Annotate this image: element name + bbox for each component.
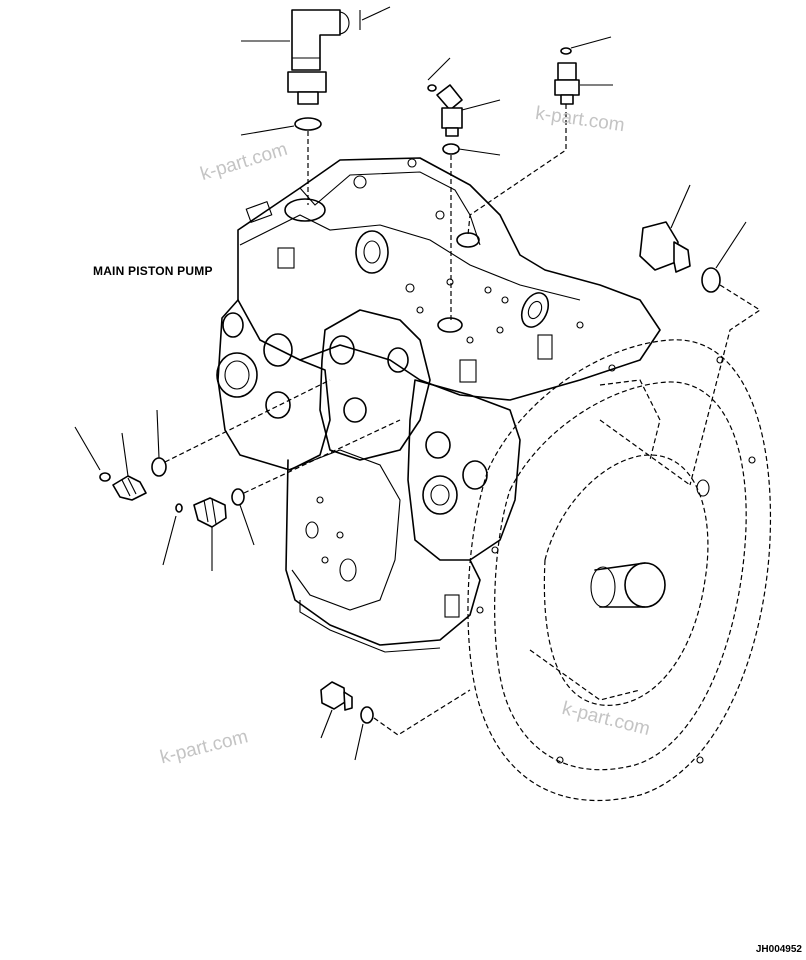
o-ring-plug-left-2-small <box>175 503 183 513</box>
leader-lines <box>74 6 762 761</box>
plug-left-2 <box>193 497 227 528</box>
o-ring-straight-fitting <box>560 47 572 55</box>
straight-fitting <box>554 62 580 105</box>
o-ring-plug-bottom <box>360 706 374 724</box>
o-ring-plug-left-2 <box>231 488 245 506</box>
o-ring-plug-right <box>701 267 721 293</box>
plug-right <box>639 221 691 273</box>
drawing-code: JH004952 <box>755 944 802 955</box>
o-ring-top-elbow <box>294 117 322 131</box>
o-ring-angled-fitting-top <box>427 84 437 92</box>
plug-left-1 <box>112 475 147 501</box>
o-ring-plug-left-1-small <box>99 472 111 482</box>
flywheel-housing <box>467 339 772 802</box>
assembly-label: MAIN PISTON PUMP <box>93 264 213 278</box>
pump-body <box>216 157 661 653</box>
angled-fitting <box>436 84 463 137</box>
top-elbow-fitting <box>287 9 350 105</box>
o-ring-plug-left-1 <box>151 457 167 477</box>
o-ring-angled-fitting <box>442 143 460 155</box>
plug-bottom <box>320 681 353 711</box>
